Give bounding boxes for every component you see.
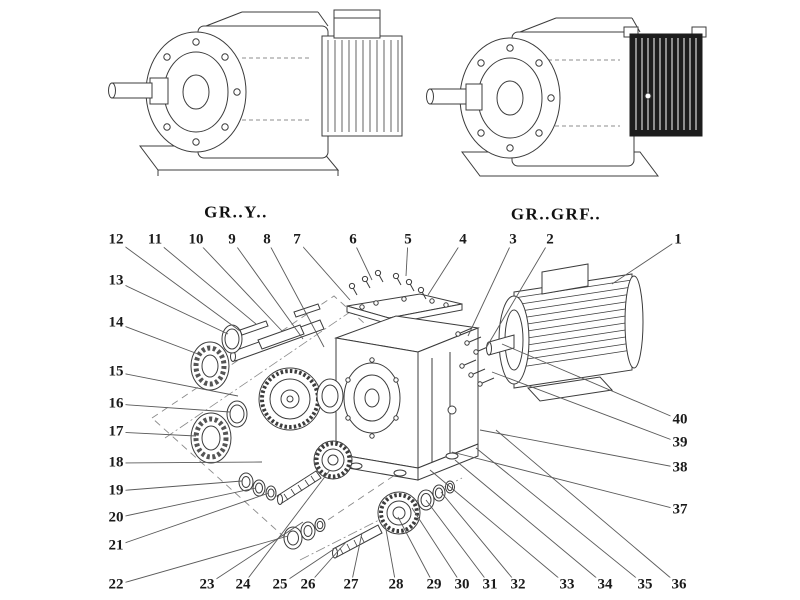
part-number-27: 27 <box>341 576 361 593</box>
part-number-6: 6 <box>347 231 359 248</box>
part-number-18: 18 <box>106 454 126 471</box>
part-number-2: 2 <box>544 231 556 248</box>
part-number-30: 30 <box>452 576 472 593</box>
part-number-24: 24 <box>233 576 253 593</box>
exploded-view-drawing <box>151 263 644 561</box>
part-number-36: 36 <box>669 576 689 593</box>
pinion-shaft <box>276 470 322 505</box>
leader-lines <box>115 239 681 586</box>
part-number-7: 7 <box>291 231 303 248</box>
part-number-13: 13 <box>106 272 126 289</box>
part-number-32: 32 <box>508 576 528 593</box>
part-number-29: 29 <box>424 576 444 593</box>
part-number-28: 28 <box>386 576 406 593</box>
part-number-40: 40 <box>670 411 690 428</box>
variant-label-right: GR..GRF.. <box>507 205 605 223</box>
part-number-39: 39 <box>670 434 690 451</box>
part-number-19: 19 <box>106 482 126 499</box>
part-number-26: 26 <box>298 576 318 593</box>
part-number-14: 14 <box>106 314 126 331</box>
bearing-lower <box>190 412 232 464</box>
gearmotor-left-drawing <box>108 9 403 176</box>
spacer-ring <box>316 378 344 414</box>
part-number-16: 16 <box>106 395 126 412</box>
part-number-33: 33 <box>557 576 577 593</box>
part-number-25: 25 <box>270 576 290 593</box>
part-number-17: 17 <box>106 423 126 440</box>
part-number-12: 12 <box>106 231 126 248</box>
washers-bottom <box>283 518 326 550</box>
output-shaft-assembly <box>332 480 455 559</box>
ring-lower <box>226 400 248 428</box>
part-number-4: 4 <box>457 231 469 248</box>
part-number-5: 5 <box>402 231 414 248</box>
part-number-1: 1 <box>672 231 684 248</box>
bearing-upper <box>190 341 230 391</box>
part-number-8: 8 <box>261 231 273 248</box>
cover-bolts <box>348 269 427 300</box>
part-number-10: 10 <box>186 231 206 248</box>
part-number-34: 34 <box>595 576 615 593</box>
part-number-35: 35 <box>635 576 655 593</box>
part-number-15: 15 <box>106 363 126 380</box>
washers-mid <box>238 472 277 501</box>
intermediate-gear <box>313 440 353 480</box>
electric-motor <box>486 263 644 402</box>
part-number-31: 31 <box>480 576 500 593</box>
part-number-23: 23 <box>197 576 217 593</box>
part-number-37: 37 <box>670 501 690 518</box>
part-number-3: 3 <box>507 231 519 248</box>
flange-studs <box>455 327 495 387</box>
helical-gear-large <box>258 367 322 431</box>
part-number-21: 21 <box>106 537 126 554</box>
retaining-ring-upper <box>221 324 243 354</box>
part-number-9: 9 <box>226 231 238 248</box>
part-number-38: 38 <box>670 459 690 476</box>
gearbox-housing <box>334 315 480 481</box>
part-number-22: 22 <box>106 576 126 593</box>
input-shaft-and-keys <box>230 303 325 362</box>
part-number-11: 11 <box>145 231 165 248</box>
gearmotor-right-drawing <box>426 17 707 177</box>
variant-label-left: GR..Y.. <box>201 203 271 221</box>
part-number-20: 20 <box>106 509 126 526</box>
